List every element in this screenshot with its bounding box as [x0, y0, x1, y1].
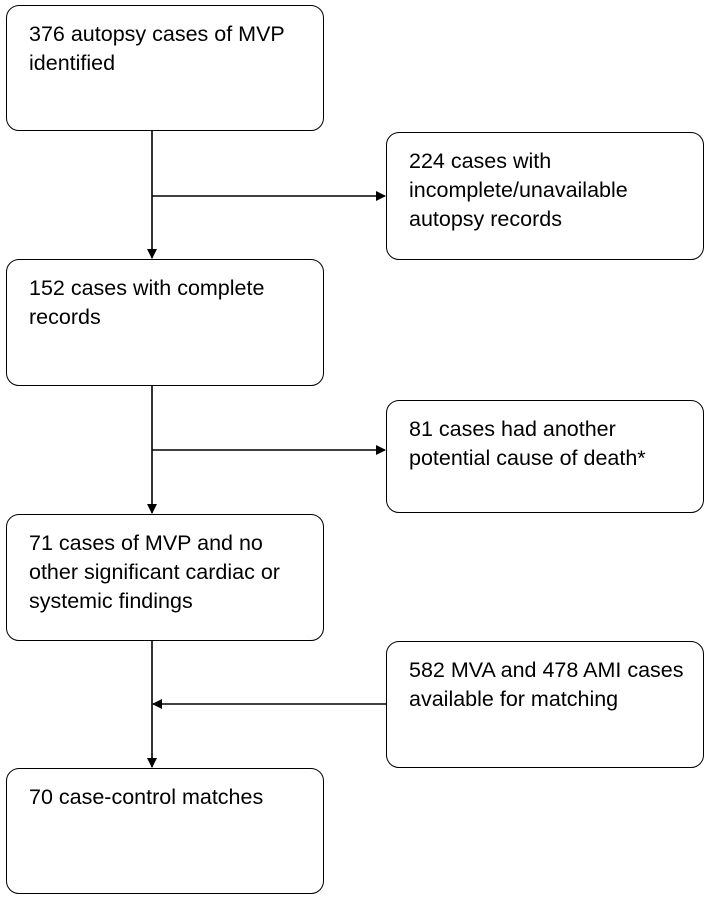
- step-label: 376 autopsy cases of MVP identified: [29, 22, 285, 75]
- step-box-autopsy-cases: 376 autopsy cases of MVP identified: [6, 5, 324, 131]
- matching-input-box: 582 MVA and 478 AMI cases available for …: [386, 641, 704, 768]
- step-label: 71 cases of MVP and no other significant…: [29, 531, 280, 613]
- exclusion-box-incomplete-records: 224 cases with incomplete/unavailable au…: [386, 132, 704, 260]
- exclusion-label: 224 cases with incomplete/unavailable au…: [409, 149, 628, 231]
- step-box-mvp-only: 71 cases of MVP and no other significant…: [6, 514, 324, 641]
- exclusion-label: 81 cases had another potential cause of …: [409, 417, 646, 470]
- step-label: 152 cases with complete records: [29, 276, 265, 329]
- step-box-matches: 70 case-control matches: [6, 768, 324, 894]
- exclusion-box-other-cause: 81 cases had another potential cause of …: [386, 400, 704, 513]
- step-box-complete-records: 152 cases with complete records: [6, 259, 324, 386]
- matching-input-label: 582 MVA and 478 AMI cases available for …: [409, 658, 684, 711]
- step-label: 70 case-control matches: [29, 785, 264, 809]
